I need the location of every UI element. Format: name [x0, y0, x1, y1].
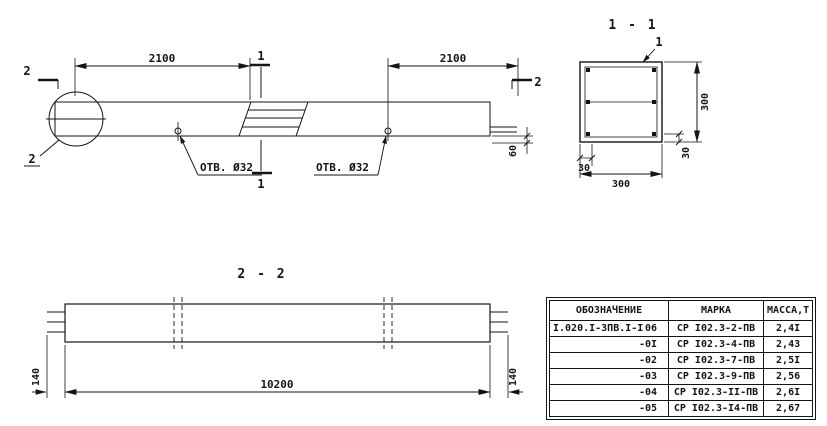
spec-header-row: ОБОЗНАЧЕНИЕ МАРКА МАССА,Т	[549, 300, 814, 321]
designation-suffix: -05	[638, 403, 657, 414]
cut-label-2-left: 2	[23, 64, 30, 78]
protruding-bars	[47, 311, 508, 333]
mark: СР I02.3-II-ПВ	[668, 384, 764, 401]
mark: СР I02.3-4-ПВ	[668, 336, 764, 353]
section-1-1-view: 1 - 1 1 300 300 30 30	[576, 18, 711, 190]
specification-table: ОБОЗНАЧЕНИЕ МАРКА МАССА,Т I.020.I-3ПВ.I-…	[546, 297, 817, 420]
dim60-ticks	[523, 132, 531, 147]
table-row: -0I СР I02.3-4-ПВ 2,43	[549, 336, 814, 353]
mass: 2,6I	[762, 384, 814, 401]
hole-leader-right	[377, 135, 387, 176]
section-2-2-view: 2 - 2 10200 140 140	[31, 267, 523, 398]
dim-extension-lines	[74, 58, 519, 124]
rebar-callout-label: 1	[655, 35, 662, 49]
rebar-callout-leader	[642, 48, 656, 63]
s22-dim-10200-label: 10200	[260, 378, 293, 391]
s11-dim-30-lines	[580, 134, 680, 159]
notch-hatch-lines	[238, 101, 309, 137]
table-row: -03 СР I02.3-9-ПВ 2,56	[549, 368, 814, 385]
mark: СР I02.3-9-ПВ	[668, 368, 764, 385]
designation-suffix: -02	[638, 355, 657, 366]
s22-dim-140-right-label: 140	[508, 368, 519, 386]
hole-label-left: ОТВ. Ø32	[200, 161, 253, 174]
mark: СР I02.3-7-ПВ	[668, 352, 764, 369]
designation: I.020.I-3ПВ.I-I	[553, 323, 644, 334]
section-2-2-title: 2 - 2	[237, 267, 286, 282]
s11-dim-300h-label: 300	[612, 179, 630, 190]
mass: 2,67	[762, 400, 814, 417]
section-1-1-title: 1 - 1	[608, 18, 657, 33]
mass: 2,56	[762, 368, 814, 385]
dim60-extension-lines	[492, 135, 533, 144]
cut-label-2-right: 2	[534, 75, 541, 89]
designation-suffix: -04	[638, 387, 657, 398]
beam-outline	[54, 101, 491, 137]
cut-mark-flags	[38, 63, 532, 175]
table-row: -02 СР I02.3-7-ПВ 2,5I	[549, 352, 814, 369]
beam-2-2-outline	[64, 303, 491, 343]
cut-label-1-top: 1	[257, 49, 264, 63]
col-header-mass: МАССА,Т	[762, 300, 814, 321]
s22-extension-lines	[46, 335, 509, 398]
s11-dim-ticks	[576, 130, 683, 162]
hole-leader-left	[179, 135, 199, 176]
hole-centerlines	[177, 122, 389, 141]
table-row: -04 СР I02.3-II-ПВ 2,6I	[549, 384, 814, 401]
detail-callout-label: 2	[28, 152, 35, 166]
designation-suffix: -0I	[638, 339, 657, 350]
mass: 2,43	[762, 336, 814, 353]
col-header-designation: ОБОЗНАЧЕНИЕ	[549, 300, 669, 321]
designation-suffix: -03	[638, 371, 657, 382]
cut-label-1-bottom: 1	[257, 177, 264, 191]
elevation-view: 2100 2100 1 1 2 2 2 ОТВ. Ø32 ОТВ. Ø32 60	[23, 49, 541, 191]
section-outer-contour	[579, 61, 663, 143]
table-row: -05 СР I02.3-I4-ПВ 2,67	[549, 400, 814, 417]
designation-suffix: 06	[644, 323, 657, 334]
mass: 2,4I	[762, 320, 814, 337]
mark: СР I02.3-I4-ПВ	[668, 400, 764, 417]
detail-callout-leader	[24, 139, 60, 167]
dim60-label: 60	[508, 145, 519, 157]
s11-dim-30-right-label: 30	[681, 147, 692, 159]
end-protruding-bars	[490, 126, 517, 133]
mark: СР I02.3-2-ПВ	[668, 320, 764, 337]
cut-mark-ticks	[57, 67, 513, 171]
dim-right-label: 2100	[440, 52, 467, 65]
s11-dim-30-left-label: 30	[578, 163, 590, 174]
col-header-mark: МАРКА	[668, 300, 764, 321]
s11-dim-300v-label: 300	[700, 93, 711, 111]
s22-dim-140-left-label: 140	[31, 368, 42, 386]
hole-label-right: ОТВ. Ø32	[316, 161, 369, 174]
hidden-hole-lines	[173, 297, 393, 349]
mass: 2,5I	[762, 352, 814, 369]
dim-left-label: 2100	[149, 52, 176, 65]
s11-extension-lines	[579, 61, 702, 178]
